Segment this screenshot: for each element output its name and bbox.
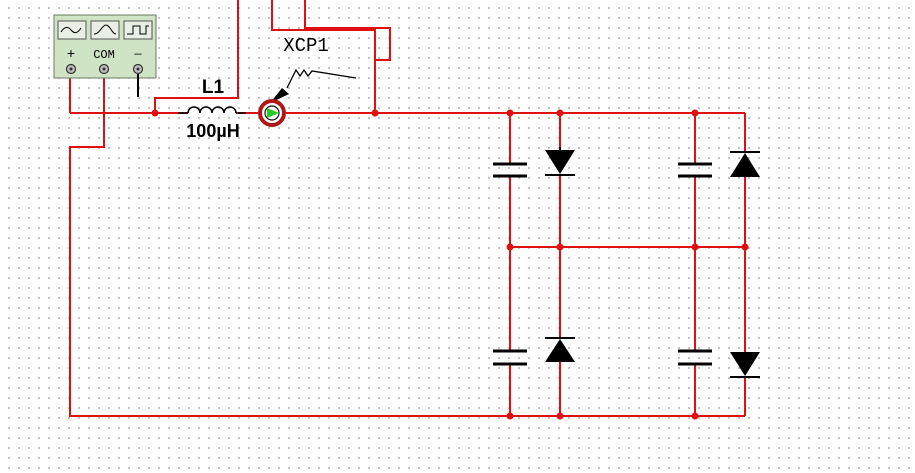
wire-bottom-rail[interactable] [69,78,745,417]
capacitor-c4[interactable] [678,349,712,366]
diode-d2[interactable] [545,337,575,362]
terminal-dot [136,67,140,71]
junction-node[interactable] [556,412,564,420]
junction-node[interactable] [691,412,699,420]
inductor-coil-icon [187,106,237,114]
probe-ref-label: XCP1 [283,35,329,57]
probe-arrow-icon [267,108,279,118]
capacitor-c1[interactable] [493,162,527,178]
terminal-dot [102,67,106,71]
diode-d3[interactable] [730,151,760,177]
triangle-wave-icon [93,24,117,35]
inductor-l1[interactable]: L1 100µH [178,77,246,141]
diode-triangle-icon [545,150,575,174]
junction-node[interactable] [506,243,514,251]
junction-node[interactable] [151,109,159,117]
diode-triangle-icon [730,352,760,376]
junction-node[interactable] [506,412,514,420]
square-wave-icon [127,25,149,35]
junction-node[interactable] [556,243,564,251]
sine-wave-button[interactable] [57,20,87,40]
generator-plus-label: + [67,47,75,63]
sine-wave-icon [60,26,82,34]
junction-node[interactable] [691,243,699,251]
junction-node[interactable] [691,109,699,117]
diode-triangle-icon [545,339,575,362]
diode-d1[interactable] [545,147,575,176]
diode-triangle-icon [730,153,760,177]
capacitor-c2[interactable] [493,349,527,366]
wires [69,0,746,417]
current-probe-xcp1[interactable]: XCP1 [258,35,357,127]
function-generator[interactable]: + COM — [53,14,157,97]
triangle-wave-button[interactable] [90,20,120,40]
square-wave-button[interactable] [123,20,153,40]
generator-minus-label: — [133,47,142,61]
probe-head-icon [270,88,289,103]
probe-cable [286,68,357,89]
terminal-dot [69,67,73,71]
wire-top-feed-2[interactable] [271,0,376,113]
wire-top-feed-3[interactable] [304,0,391,61]
capacitor-c3[interactable] [678,162,712,178]
inductor-ref-label: L1 [202,77,225,98]
junction-node[interactable] [741,243,749,251]
wire-top-feed-1[interactable] [154,0,239,113]
generator-com-label: COM [93,48,115,62]
junction-node[interactable] [506,109,514,117]
inductor-value-label: 100µH [186,121,239,141]
junction-node[interactable] [556,109,564,117]
diode-d4[interactable] [730,352,760,378]
junction-node[interactable] [371,109,379,117]
junctions [151,109,749,420]
